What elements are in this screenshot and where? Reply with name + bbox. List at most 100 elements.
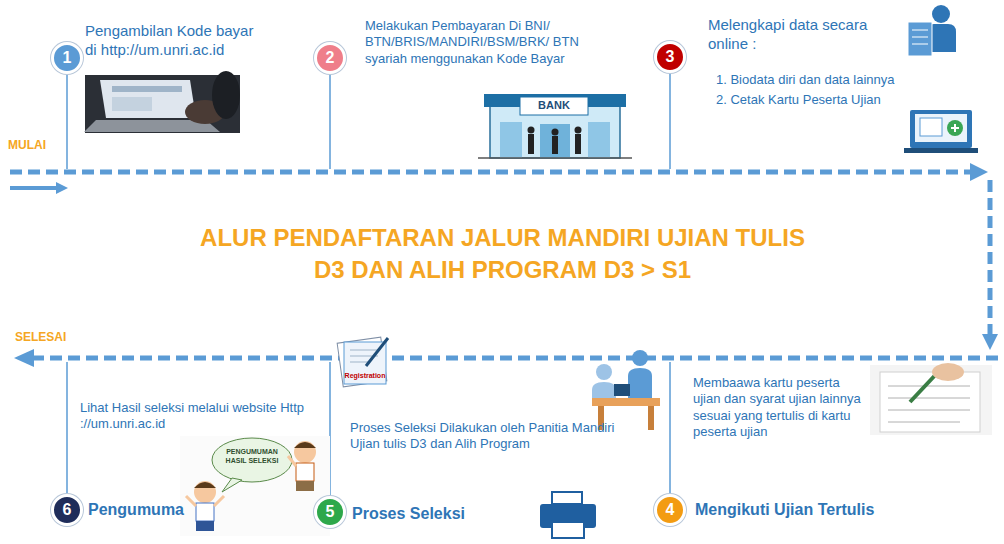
doc-line [912, 37, 928, 38]
callout-number: 2 [317, 45, 343, 71]
step-title: Pengambilan Kode bayar di http://um.unri… [85, 22, 260, 60]
person [552, 129, 559, 136]
arrowhead [982, 334, 998, 350]
paper-in [552, 492, 582, 504]
announcement-cartoon [180, 436, 330, 536]
computer-icon [904, 110, 978, 153]
dashed-line [34, 356, 998, 361]
step-title: Mengikuti Ujian Tertulis [695, 500, 874, 520]
list-item: 2. Cetak Kartu Peserta Ujian [716, 92, 881, 108]
sheet-line [888, 386, 970, 387]
list-item: 1. Biodata diri dan data lainnya [716, 72, 895, 88]
step-title: Melengkapi data secara online : [708, 16, 898, 54]
desk-leg [648, 406, 654, 430]
sheet-line [888, 398, 970, 399]
callout-number: 5 [317, 499, 343, 525]
sheet-line [888, 422, 960, 423]
dashed-line [988, 180, 993, 334]
bubble-tail [222, 478, 242, 492]
callout-number: 1 [54, 45, 80, 71]
kid-shorts [196, 521, 214, 531]
person [575, 134, 581, 154]
leader-line [669, 74, 671, 169]
registration-icon [337, 337, 388, 387]
kid-arm [288, 456, 296, 466]
kid-head [294, 441, 316, 463]
leader-line [66, 75, 68, 169]
head [632, 350, 648, 366]
step-description: Lihat Hasil seleksi melalui website Http… [80, 400, 325, 433]
step-number-circle: 1 [51, 42, 83, 74]
doc-line [912, 30, 928, 31]
bank-sign-text: BANK [520, 99, 588, 113]
start-arrow-line [10, 186, 58, 190]
form [920, 118, 942, 136]
pen [366, 338, 388, 366]
kid-shirt [296, 463, 314, 481]
plus [951, 124, 959, 132]
exam-photo [870, 363, 992, 435]
step-number-circle: 2 [314, 42, 346, 74]
person-document-icon [908, 5, 956, 56]
paper-line [350, 350, 378, 351]
bank-illustration [478, 94, 632, 158]
doc-line [912, 44, 928, 45]
icon-caption: Registration [340, 372, 390, 381]
leader-line [66, 362, 68, 493]
document [908, 22, 932, 56]
arrowheads [14, 163, 998, 367]
laptop-photo [84, 71, 240, 133]
step-number-circle: 4 [654, 494, 686, 526]
kid-hair [294, 442, 316, 448]
head [932, 5, 950, 23]
step-title: Proses Seleksi [352, 504, 465, 524]
kid-arm [186, 496, 196, 506]
hand [932, 363, 964, 381]
body [628, 368, 652, 398]
kid-arm [214, 496, 224, 506]
plus-badge [947, 120, 963, 136]
step-description: Proses Seleksi Dilakukan oleh Panitia Ma… [350, 420, 635, 453]
screen [915, 114, 967, 142]
person [528, 127, 535, 134]
kid-shirt [196, 503, 214, 521]
arrowhead [970, 163, 988, 181]
photo-ground [180, 436, 330, 536]
flow-line [10, 172, 998, 358]
desk [592, 398, 660, 406]
step-title: Pengumuma [88, 500, 184, 520]
arrowhead [56, 182, 68, 194]
head [596, 364, 612, 380]
diagram-title: ALUR PENDAFTARAN JALUR MANDIRI UJIAN TUL… [191, 222, 814, 286]
step-number-circle: 3 [654, 41, 686, 73]
step-number-circle: 5 [314, 496, 346, 528]
ground-line [478, 157, 632, 159]
person [212, 71, 240, 119]
callout-number: 4 [657, 497, 683, 523]
person [528, 134, 534, 154]
speech-bubble [212, 438, 292, 482]
kid-head [194, 481, 216, 503]
photo-ground [870, 365, 992, 435]
callout-number: 6 [54, 497, 80, 523]
printer-icon [540, 492, 596, 538]
start-label: MULAI [8, 138, 46, 153]
paper [337, 337, 387, 387]
dashed-line [10, 170, 970, 175]
laptop-screen [100, 80, 196, 118]
end-label: SELESAI [15, 330, 66, 345]
step-number-circle: 6 [51, 494, 83, 526]
step-leaders [67, 74, 670, 495]
laptop [614, 384, 630, 396]
bank-door [540, 124, 570, 158]
kid-hair [194, 482, 216, 488]
stand [904, 148, 978, 153]
step-title: Melakukan Pembayaran Di BNI/ BTN/BRIS/MA… [365, 18, 593, 67]
callout-number: 3 [657, 44, 683, 70]
body [592, 382, 616, 398]
screen-bar [112, 86, 182, 92]
step-description: Membaawa kartu peserta ujian dan syarat … [693, 375, 865, 440]
person [552, 136, 558, 154]
bubble-text: PENGUMUMAN HASIL SELEKSI [215, 448, 289, 466]
